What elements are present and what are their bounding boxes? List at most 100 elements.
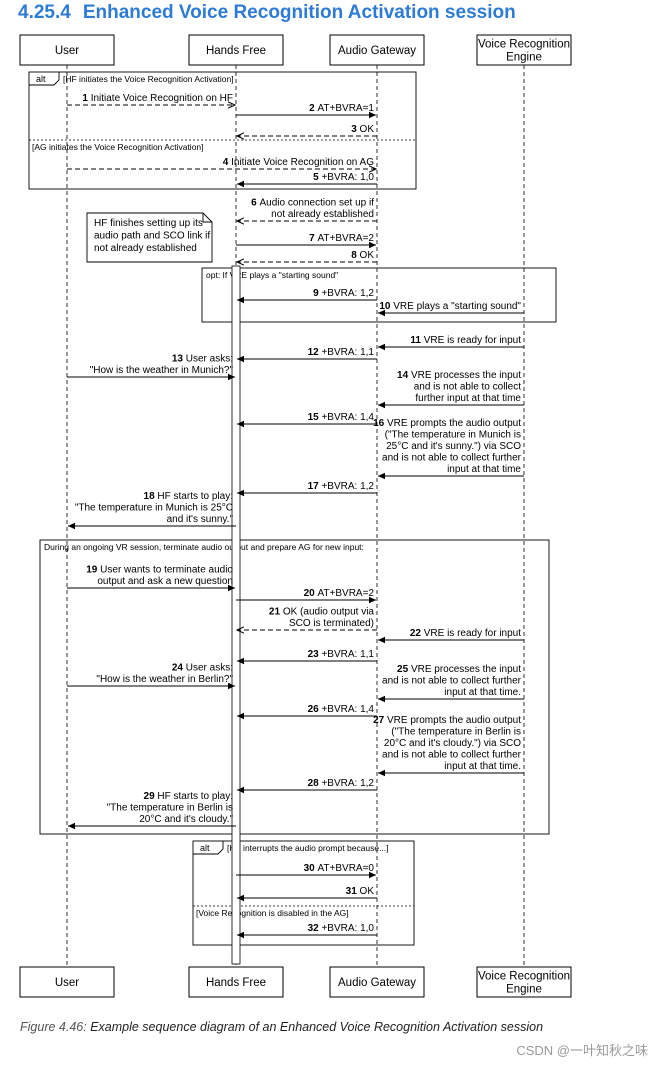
message-label: 3 OK [351, 124, 374, 135]
participant-label: Hands Free [206, 977, 266, 989]
message-label: 4 Initiate Voice Recognition on AG [223, 157, 374, 168]
participant-user-bottom: User [19, 966, 115, 998]
section-heading: 4.25.4 Enhanced Voice Recognition Activat… [18, 2, 516, 24]
message-label: 13 User asks:"How is the weather in Muni… [90, 354, 234, 377]
message-31: 31 OK [237, 886, 377, 902]
message-3: 3 OK [237, 124, 377, 136]
section-title: Enhanced Voice Recognition Activation se… [82, 2, 516, 23]
message-27: 27 VRE prompts the audio output("The tem… [373, 715, 524, 777]
message-label: 9 +BVRA: 1,2 [313, 288, 374, 299]
message-16: 16 VRE prompts the audio output("The tem… [373, 418, 524, 480]
message-4: 4 Initiate Voice Recognition on AG [67, 157, 376, 169]
message-2: 2 AT+BVRA=1 [236, 103, 376, 119]
message-label: 7 AT+BVRA=2 [309, 233, 374, 244]
message-label: 8 OK [351, 250, 374, 261]
message-12: 12 +BVRA: 1,1 [237, 347, 377, 363]
participant-label: Audio Gateway [338, 45, 416, 57]
participant-audio-gateway-bottom: Audio Gateway [329, 966, 425, 998]
message-label: 22 VRE is ready for input [410, 628, 521, 639]
message-13: 13 User asks:"How is the weather in Muni… [67, 354, 235, 381]
participant-label: User [55, 45, 79, 57]
message-label: 30 AT+BVRA=0 [304, 863, 375, 874]
figure-caption-text: Example sequence diagram of an Enhanced … [90, 1020, 544, 1034]
message-28: 28 +BVRA: 1,2 [237, 778, 377, 794]
watermark: CSDN @一叶知秋之味 [516, 1043, 648, 1058]
message-26: 26 +BVRA: 1,4 [237, 704, 377, 720]
message-label: 5 +BVRA: 1,0 [313, 172, 374, 183]
message-23: 23 +BVRA: 1,1 [237, 649, 377, 665]
message-label: 32 +BVRA: 1,0 [308, 923, 375, 934]
figure-number: Figure 4.46: [20, 1020, 87, 1034]
message-1: 1 Initiate Voice Recognition on HF [67, 93, 235, 105]
hands-free-activation-bar [231, 265, 241, 965]
message-label: 28 +BVRA: 1,2 [308, 778, 375, 789]
fragment-guard: [HF interrupts the audio prompt because.… [227, 843, 389, 853]
message-10: 10 VRE plays a "starting sound" [378, 301, 524, 317]
message-label: 11 VRE is ready for input [410, 335, 521, 346]
message-label: 15 +BVRA: 1,4 [308, 412, 375, 423]
section-number: 4.25.4 [18, 2, 71, 23]
message-8: 8 OK [237, 250, 377, 262]
message-22: 22 VRE is ready for input [378, 628, 524, 644]
message-label: 20 AT+BVRA=2 [304, 588, 375, 599]
message-label: 10 VRE plays a "starting sound" [379, 301, 521, 312]
figure-caption: Figure 4.46: Example sequence diagram of… [20, 1020, 543, 1034]
message-9: 9 +BVRA: 1,2 [237, 288, 377, 304]
fragment-keyword: alt [200, 843, 210, 853]
message-30: 30 AT+BVRA=0 [236, 863, 376, 879]
participant-user-top: User [19, 34, 115, 66]
message-7: 7 AT+BVRA=2 [236, 233, 376, 249]
fragment-keyword: alt [36, 74, 46, 84]
message-label: 12 +BVRA: 1,1 [308, 347, 375, 358]
fragment-else-guard: [AG initiates the Voice Recognition Acti… [32, 142, 204, 152]
message-20: 20 AT+BVRA=2 [236, 588, 376, 604]
fragment-guard: [HF initiates the Voice Recognition Acti… [63, 74, 234, 84]
message-label: 18 HF starts to play:"The temperature in… [75, 491, 234, 525]
message-label: 29 HF starts to play:"The temperature in… [107, 791, 234, 825]
message-5: 5 +BVRA: 1,0 [237, 172, 377, 188]
participant-label: User [55, 977, 79, 989]
message-32: 32 +BVRA: 1,0 [237, 923, 377, 939]
alt-fragment-disable-voice-recognition: alt [HF interrupts the audio prompt becau… [192, 840, 415, 946]
participant-hands-free-bottom: Hands Free [188, 966, 284, 998]
message-label: 16 VRE prompts the audio output("The tem… [373, 418, 522, 475]
message-11: 11 VRE is ready for input [378, 335, 524, 351]
message-15: 15 +BVRA: 1,4 [237, 412, 377, 428]
message-29: 29 HF starts to play:"The temperature in… [68, 791, 236, 830]
message-label: 27 VRE prompts the audio output("The tem… [373, 715, 522, 772]
fragment-guard: opt: If VRE plays a "starting sound" [206, 270, 338, 280]
message-label: 26 +BVRA: 1,4 [308, 704, 375, 715]
message-label: 1 Initiate Voice Recognition on HF [82, 93, 233, 104]
message-17: 17 +BVRA: 1,2 [237, 481, 377, 497]
message-label: 31 OK [346, 886, 375, 897]
participant-label: Audio Gateway [338, 977, 416, 989]
message-label: 2 AT+BVRA=1 [309, 103, 374, 114]
alt-fragment-voice-recognition-activation: alt [HF initiates the Voice Recognition A… [28, 71, 417, 190]
message-label: 23 +BVRA: 1,1 [308, 649, 375, 660]
message-24: 24 User asks:"How is the weather in Berl… [67, 663, 235, 690]
participant-label: Hands Free [206, 45, 266, 57]
message-label: 24 User asks:"How is the weather in Berl… [96, 663, 233, 686]
participant-audio-gateway-top: Audio Gateway [329, 34, 425, 66]
fragment-guard: During an ongoing VR session, terminate … [44, 542, 364, 552]
message-18: 18 HF starts to play:"The temperature in… [68, 491, 236, 530]
message-label: 17 +BVRA: 1,2 [308, 481, 375, 492]
fragment-else-guard: [Voice Recognition is disabled in the AG… [196, 908, 349, 918]
ongoing-session-fragment: During an ongoing VR session, terminate … [39, 539, 550, 835]
